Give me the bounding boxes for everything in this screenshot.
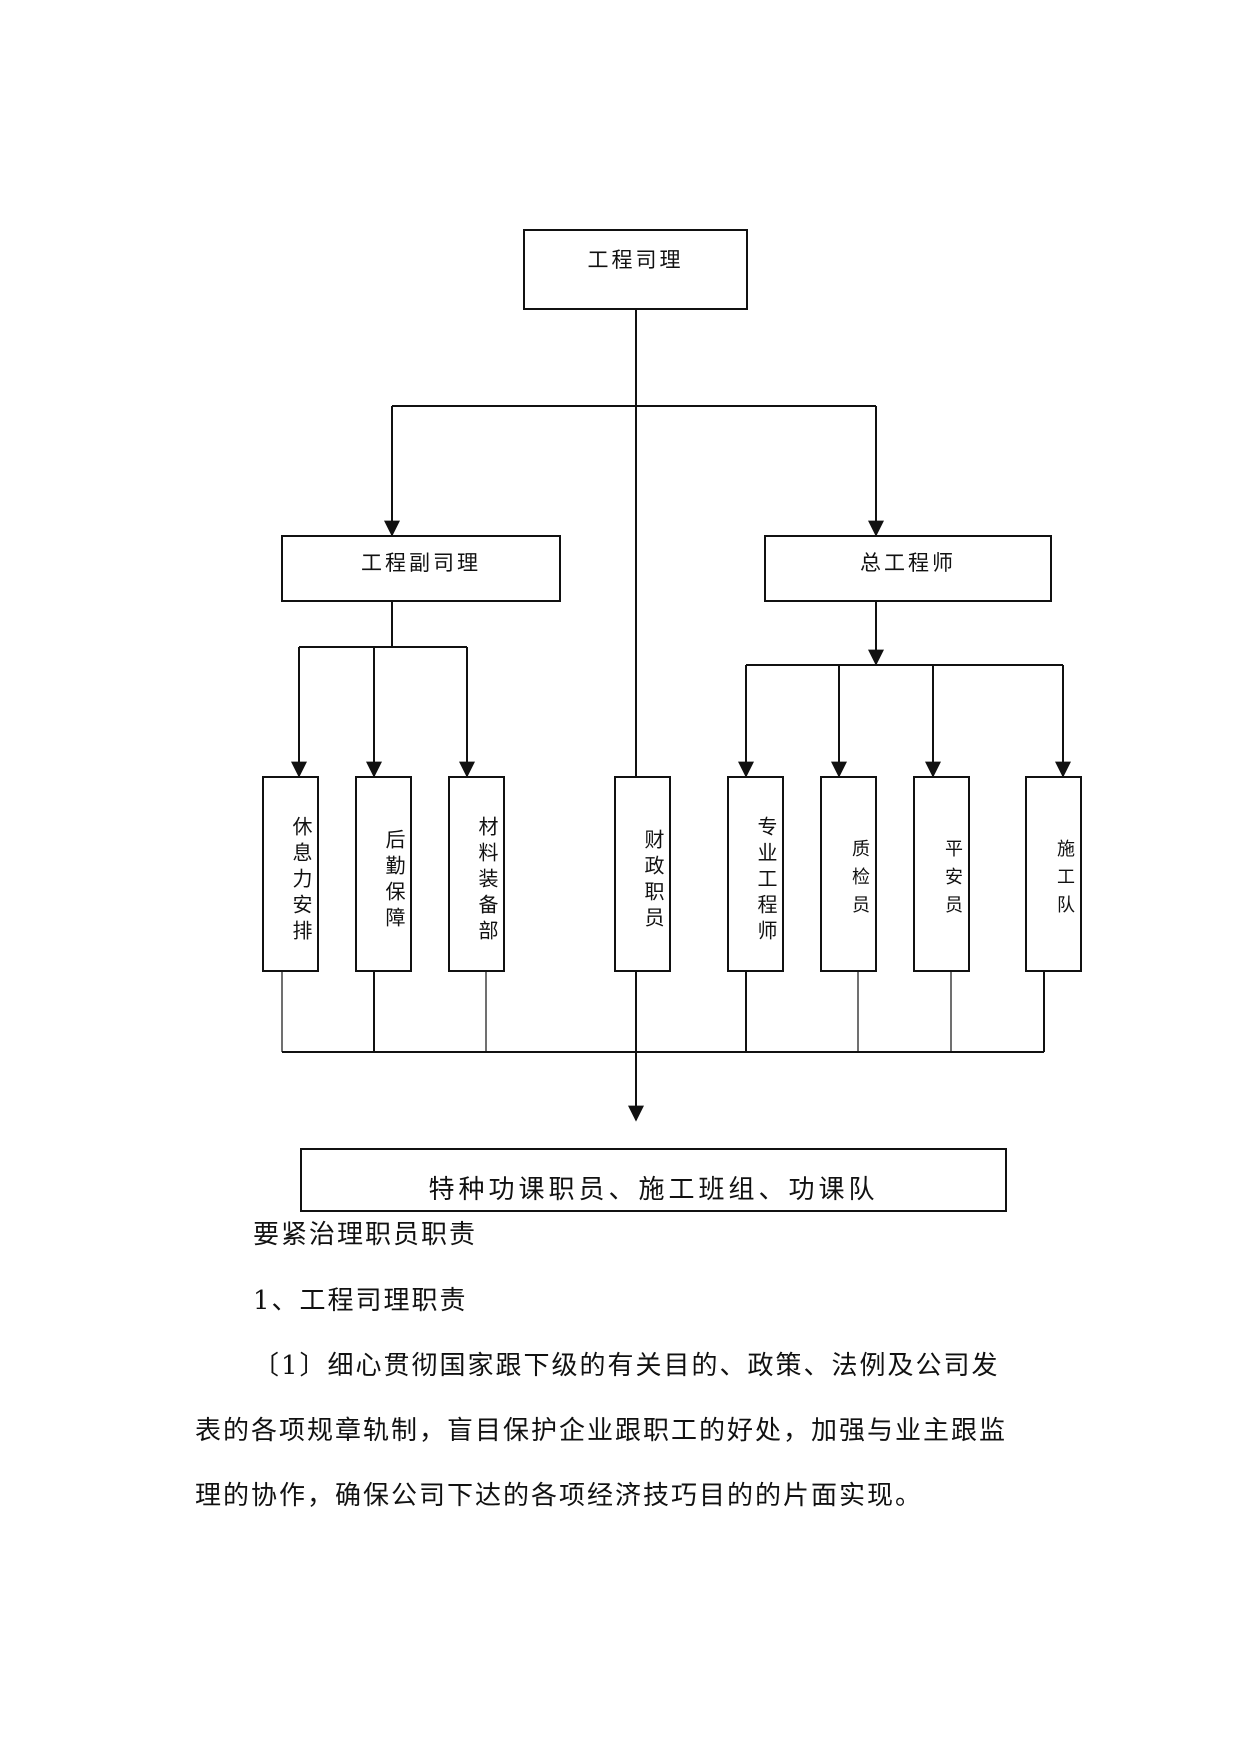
subsection-title: 1、工程司理职责 xyxy=(253,1286,468,1316)
chief-engineer-box: 总工程师 xyxy=(764,535,1052,602)
project-manager-label: 工程司理 xyxy=(587,248,684,272)
dept-box-hr: 休息力安排 xyxy=(262,776,319,972)
dept-box-logistics: 后勤保障 xyxy=(355,776,412,972)
dept-label-materials: 材料装备部 xyxy=(475,816,499,946)
dept-label-logistics: 后勤保障 xyxy=(382,829,406,933)
dept-box-safety-officer: 平安员 xyxy=(913,776,970,972)
dept-box-finance: 财政职员 xyxy=(614,776,671,972)
paragraph-line-1: 〔1〕细心贯彻国家跟下级的有关目的、政策、法例及公司发 xyxy=(253,1351,1000,1381)
dept-box-specialist-engineer: 专业工程师 xyxy=(727,776,784,972)
dept-box-quality-inspector: 质检员 xyxy=(820,776,877,972)
deputy-manager-label: 工程副司理 xyxy=(361,551,481,575)
paragraph-line-2: 表的各项规章轨制，盲目保护企业跟职工的好处，加强与业主跟监 xyxy=(195,1416,1008,1446)
dept-label-quality-inspector: 质检员 xyxy=(849,839,870,923)
chief-engineer-label: 总工程师 xyxy=(860,551,956,575)
dept-label-hr: 休息力安排 xyxy=(289,816,313,946)
paragraph-line-3: 理的协作，确保公司下达的各项经济技巧目的的片面实现。 xyxy=(195,1481,924,1511)
dept-label-safety-officer: 平安员 xyxy=(942,839,963,923)
dept-label-construction-team: 施工队 xyxy=(1054,839,1075,923)
workers-label: 特种功课职员、施工班组、功课队 xyxy=(428,1175,879,1205)
deputy-manager-box: 工程副司理 xyxy=(281,535,561,602)
dept-label-specialist-engineer: 专业工程师 xyxy=(754,816,778,946)
dept-box-construction-team: 施工队 xyxy=(1025,776,1082,972)
dept-label-finance: 财政职员 xyxy=(641,829,665,933)
workers-box: 特种功课职员、施工班组、功课队 xyxy=(300,1148,1007,1212)
section-heading: 要紧治理职员职责 xyxy=(253,1220,478,1250)
dept-box-materials: 材料装备部 xyxy=(448,776,505,972)
project-manager-box: 工程司理 xyxy=(523,229,748,310)
